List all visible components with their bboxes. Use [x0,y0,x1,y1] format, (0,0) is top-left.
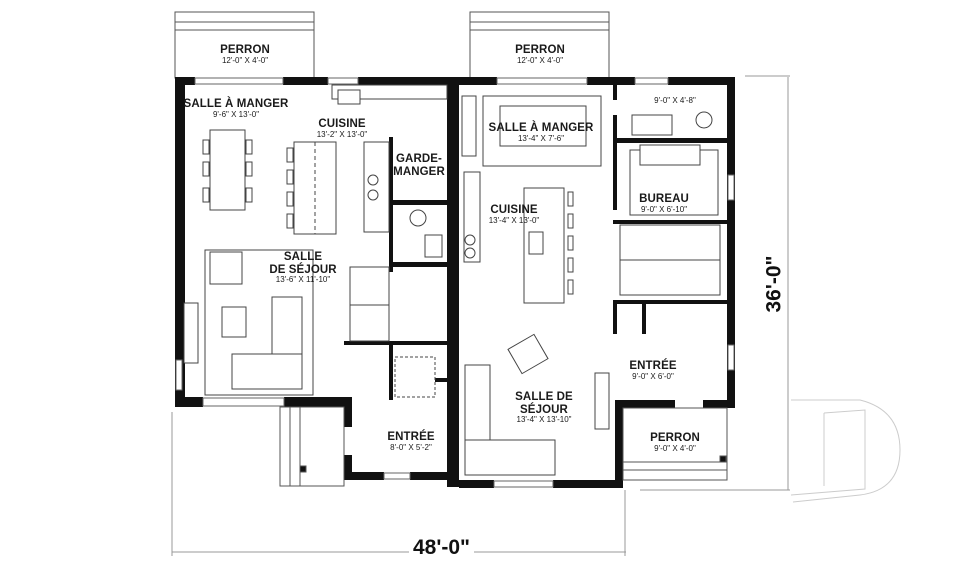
label-entree-right: ENTRÉE 9'-0" X 6'-0" [629,360,677,381]
label-salle-a-manger-right: SALLE À MANGER 13'-4" X 7'-6" [488,122,594,143]
label-garde-manger: GARDE- MANGER [393,153,445,178]
dimension-depth: 36'-0" [762,251,787,317]
label-salle-de-sejour-right: SALLE DE SÉJOUR 13'-4" X 13'-10" [515,391,573,425]
label-bureau: BUREAU 9'-0" X 6'-10" [639,193,689,214]
furniture-left [183,84,448,398]
porch-right-side [622,407,728,481]
interior-walls-right [613,85,727,334]
exterior-walls [175,77,735,488]
label-entree-left: ENTRÉE 8'-0" X 5'-2" [387,431,435,452]
label-salle-a-manger-left: SALLE À MANGER 9'-6" X 13'-0" [183,98,289,119]
label-perron-right-top: PERRON 12'-0" X 4'-0" [515,44,565,65]
label-salle-de-sejour-left: SALLE DE SÉJOUR 13'-6" X 11'-10" [269,251,337,285]
label-salle-de-bain-right: 9'-0" X 4'-8" [654,96,696,105]
label-perron-left-top: PERRON 12'-0" X 4'-0" [220,44,270,65]
dimension-lines [171,75,790,556]
furniture-right [461,95,721,476]
dimension-width: 48'-0" [409,536,474,560]
windows [175,77,735,488]
watermark-logo [790,399,901,503]
porch-left-bottom [279,406,345,487]
label-cuisine-left: CUISINE 13'-2" X 13'-0" [316,118,368,139]
label-cuisine-right: CUISINE 13'-4" X 13'-0" [488,204,540,225]
label-perron-right-side: PERRON 9'-0" X 4'-0" [650,432,700,453]
